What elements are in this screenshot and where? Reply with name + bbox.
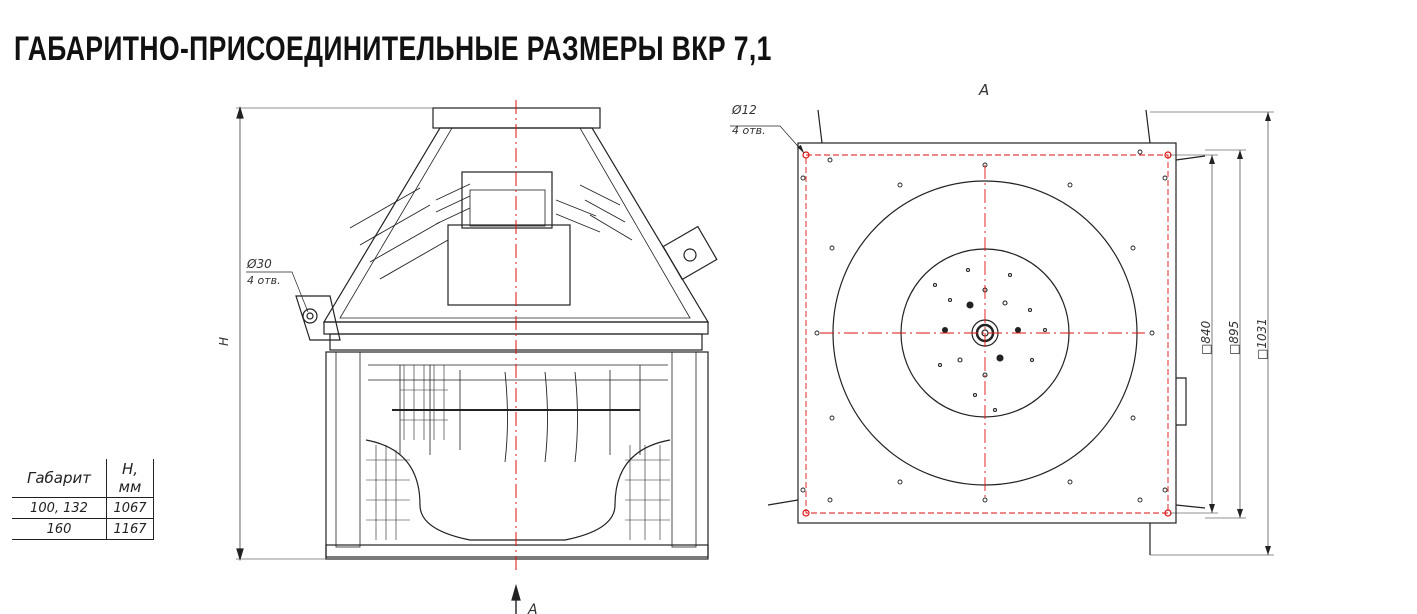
size-table: Габарит H, мм 100, 132 1067 160 1167 (12, 459, 154, 540)
dim-840-label: □840 (1199, 320, 1213, 355)
side-view (236, 100, 718, 614)
table-cell: 1067 (106, 497, 154, 519)
top-hole-dia-label: Ø12 (731, 103, 757, 117)
top-hole-count-label: 4 отв. (732, 124, 766, 137)
page-title: ГАБАРИТНО-ПРИСОЕДИНИТЕЛЬНЫЕ РАЗМЕРЫ ВКР … (14, 30, 772, 68)
height-dim-label: H (217, 337, 231, 346)
dim-895-label: □895 (1227, 321, 1241, 355)
view-arrow-label: A (527, 602, 538, 614)
side-hole-dia-label: Ø30 (246, 257, 272, 271)
header-size: Габарит (12, 459, 107, 498)
table-cell: 100, 132 (12, 497, 107, 519)
top-view-label: A (978, 81, 989, 99)
header-height: H, мм (106, 459, 154, 498)
table-header-row: Габарит H, мм (12, 459, 154, 498)
side-hole-count-label: 4 отв. (247, 274, 281, 287)
table-cell: 160 (12, 518, 107, 540)
table-row: 160 1167 (12, 518, 154, 540)
cropped-text-line: — — — — — — — — — — — — — — — — — — — — … (0, 0, 1417, 6)
table-cell: 1167 (106, 518, 154, 540)
table-row: 100, 132 1067 (12, 497, 154, 519)
dim-1031-label: □1031 (1255, 318, 1269, 360)
top-view (730, 109, 1274, 556)
